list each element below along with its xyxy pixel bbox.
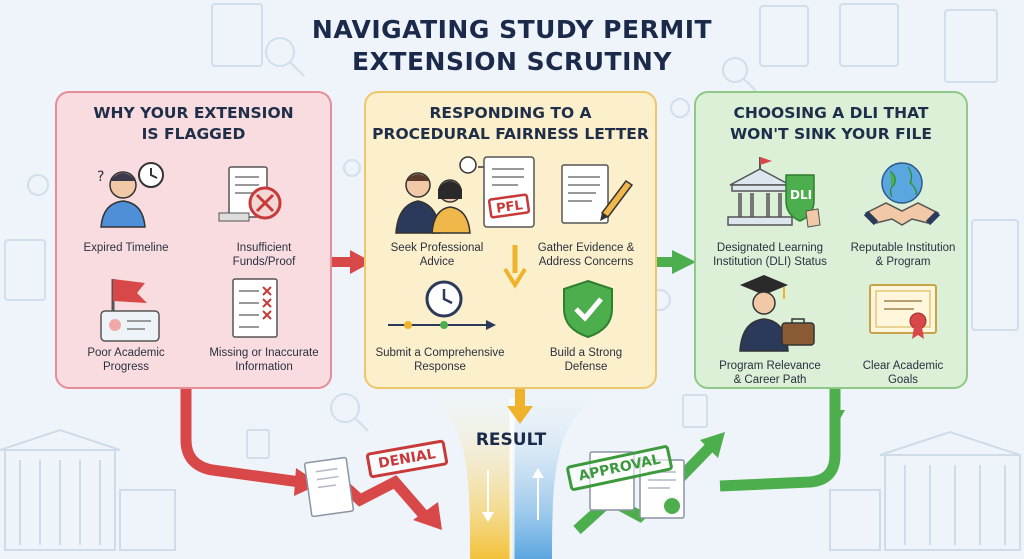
globe-handshake-icon <box>863 162 941 226</box>
item-program-relevance: Program Relevance & Career Path <box>700 359 840 387</box>
bg-magnifier-icon <box>265 37 295 67</box>
item-label-line2: Institution (DLI) Status <box>713 256 827 268</box>
checklist-errors-icon <box>232 278 278 338</box>
page-title-line1: NAVIGATING STUDY PERMIT <box>311 15 713 44</box>
result-stream-right <box>512 390 604 559</box>
item-reputable-institution: Reputable Institution & Program <box>836 241 970 269</box>
item-label-line2: Funds/Proof <box>232 256 296 268</box>
arrow-down-icon <box>503 245 527 289</box>
item-missing-information: Missing or Inaccurate Information <box>197 346 331 374</box>
item-label-line2: Information <box>235 361 293 373</box>
panel-title: CHOOSING A DLI THAT WON'T SINK YOUR FILE <box>696 103 966 145</box>
svg-text:?: ? <box>97 169 104 185</box>
panel-title-line1: CHOOSING A DLI THAT <box>733 104 929 122</box>
item-label-line1: Designated Learning <box>716 242 824 254</box>
item-label-line2: Progress <box>102 361 150 373</box>
item-label-line2: Defense <box>564 361 608 373</box>
item-label-line2: Goals <box>887 374 919 386</box>
person-clock-icon: ? <box>97 162 164 228</box>
dli-badge-text: DLI <box>790 188 812 202</box>
shield-check-icon <box>563 279 613 339</box>
item-label-line1: Gather Evidence & <box>537 242 635 254</box>
timeline-clock-icon <box>388 280 496 330</box>
bg-building-right-icon <box>829 430 1021 551</box>
item-label-line2: Advice <box>419 256 455 268</box>
panel-procedural-fairness: RESPONDING TO A PROCEDURAL FAIRNESS LETT… <box>364 91 657 389</box>
institution-badge-icon: DLI <box>727 157 821 228</box>
panel-title-line2: IS FLAGGED <box>141 125 246 143</box>
pfl-letter-icon: PFL <box>483 156 535 228</box>
item-seek-professional-advice: Seek Professional Advice <box>372 241 502 269</box>
advisors-icon <box>395 156 486 234</box>
panel-title-line1: RESPONDING TO A <box>429 104 592 122</box>
item-build-defense: Build a Strong Defense <box>518 346 654 374</box>
graduate-briefcase-icon <box>739 275 815 352</box>
item-label-line2: & Program <box>875 256 931 268</box>
panel-title-line2: WON'T SINK YOUR FILE <box>730 125 932 143</box>
item-label-line1: Reputable Institution <box>850 242 956 254</box>
panel-title: WHY YOUR EXTENSION IS FLAGGED <box>57 103 330 145</box>
item-label-line1: Expired Timeline <box>83 242 169 254</box>
panel-title: RESPONDING TO A PROCEDURAL FAIRNESS LETT… <box>366 103 655 145</box>
item-label-line1: Build a Strong <box>549 347 623 359</box>
item-poor-academic-progress: Poor Academic Progress <box>62 346 190 374</box>
item-label-line1: Program Relevance <box>719 360 821 372</box>
item-expired-timeline: Expired Timeline <box>62 241 190 255</box>
panel-title-line1: WHY YOUR EXTENSION <box>93 104 294 122</box>
pfl-stamp-text: PFL <box>495 198 524 217</box>
flag-id-card-icon <box>100 279 160 342</box>
document-denied-icon <box>218 166 282 222</box>
result-label: RESULT <box>475 430 547 450</box>
panel-why-flagged: WHY YOUR EXTENSION IS FLAGGED ? Expired … <box>55 91 332 389</box>
documents-pencil-icon <box>561 164 634 224</box>
bg-document-icon <box>211 3 263 67</box>
item-label-line1: Seek Professional <box>390 242 484 254</box>
item-label-line2: Address Concerns <box>538 256 634 268</box>
arrow-panel1-to-panel2 <box>332 250 372 274</box>
torn-document-icon <box>303 456 355 518</box>
item-label-line2: Response <box>414 361 466 373</box>
item-label-line1: Poor Academic <box>87 347 165 359</box>
item-submit-response: Submit a Comprehensive Response <box>366 346 514 374</box>
item-clear-academic-goals: Clear Academic Goals <box>836 359 970 387</box>
page-title-line2: EXTENSION SCRUTINY <box>352 47 672 76</box>
item-label-line1: Clear Academic <box>862 360 944 372</box>
item-label-line2: & Career Path <box>733 374 807 386</box>
page-title: NAVIGATING STUDY PERMIT EXTENSION SCRUTI… <box>262 14 762 78</box>
panel-choosing-dli: CHOOSING A DLI THAT WON'T SINK YOUR FILE… <box>694 91 968 389</box>
result-stream-left <box>420 390 512 559</box>
item-label-line1: Missing or Inaccurate <box>209 347 319 359</box>
bg-building-left-icon <box>0 428 176 551</box>
item-insufficient-funds: Insufficient Funds/Proof <box>199 241 329 269</box>
certificate-icon <box>869 284 937 339</box>
item-label-line1: Submit a Comprehensive <box>375 347 505 359</box>
item-gather-evidence: Gather Evidence & Address Concerns <box>518 241 654 269</box>
panel-title-line2: PROCEDURAL FAIRNESS LETTER <box>372 125 649 143</box>
item-dli-status: Designated Learning Institution (DLI) St… <box>700 241 840 269</box>
item-label-line1: Insufficient <box>236 242 292 254</box>
